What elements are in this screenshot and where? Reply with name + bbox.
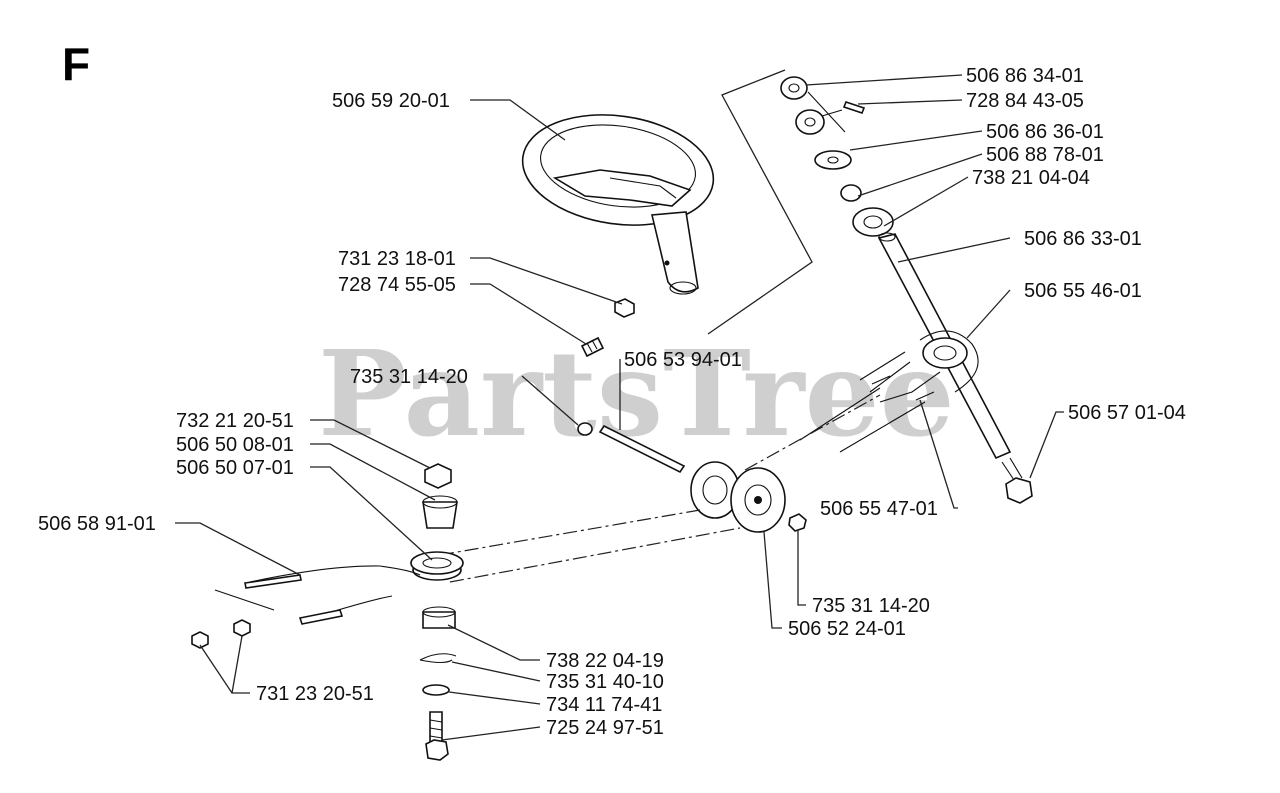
label-washer-top: 506 86 36-01 <box>986 121 1104 143</box>
label-cable: 506 58 91-01 <box>38 513 156 535</box>
section-letter: F <box>62 38 90 90</box>
label-nut-pin: 735 31 14-20 <box>350 366 468 388</box>
label-steering-wheel: 506 59 20-01 <box>332 90 450 112</box>
label-nut-left-top: 732 21 20-51 <box>176 410 294 432</box>
label-screw-top: 728 74 55-05 <box>338 274 456 296</box>
leader-lines <box>175 74 1064 741</box>
label-set-screw: 728 84 43-05 <box>966 90 1084 112</box>
label-clip: 735 31 40-10 <box>546 671 664 693</box>
label-bushing-top: 506 88 78-01 <box>986 144 1104 166</box>
label-washer-low: 734 11 74-41 <box>546 694 662 716</box>
label-collar: 506 86 34-01 <box>966 65 1084 87</box>
label-pulley-left: 506 50 07-01 <box>176 457 294 479</box>
label-pulley-double: 506 52 24-01 <box>788 618 906 640</box>
watermark: PartsTree <box>318 324 955 463</box>
pin-pulley-drawing <box>439 394 881 583</box>
label-bolt-low: 725 24 97-51 <box>546 717 664 739</box>
label-bolt-right: 506 57 01-04 <box>1068 402 1186 424</box>
steering-wheel-drawing <box>521 114 715 358</box>
label-nut-pulley: 735 31 14-20 <box>812 595 930 617</box>
label-bearing-top: 738 21 04-04 <box>972 167 1090 189</box>
label-nut-top: 731 23 18-01 <box>338 248 456 270</box>
label-bearing-low: 738 22 04-19 <box>546 650 664 672</box>
part-labels: 506 59 20-01 731 23 18-01 728 74 55-05 5… <box>38 65 1186 739</box>
label-sprocket-chain: 506 55 46-01 <box>1024 280 1142 302</box>
label-steering-shaft: 506 86 33-01 <box>1024 228 1142 250</box>
label-chain-end: 506 55 47-01 <box>820 498 938 520</box>
steering-column-drawing <box>780 76 1033 504</box>
label-axle-pin: 506 53 94-01 <box>624 349 742 371</box>
label-spacer: 506 50 08-01 <box>176 434 294 456</box>
bracket-line <box>707 69 813 335</box>
label-nuts-cable: 731 23 20-51 <box>256 683 374 705</box>
left-pulley-drawing <box>191 463 464 761</box>
